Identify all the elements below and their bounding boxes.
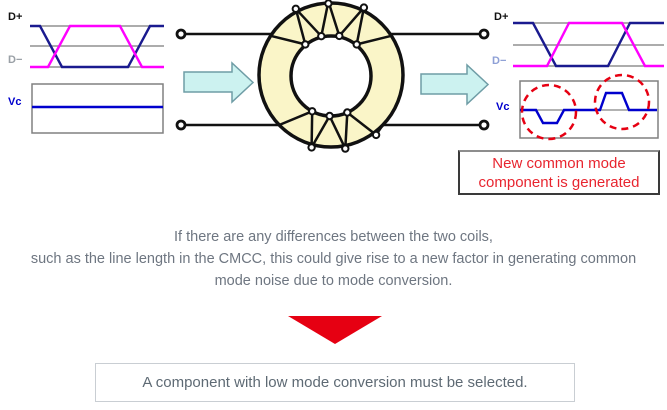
flow-arrow-right-icon — [183, 61, 255, 104]
explanation-text: If there are any differences between the… — [30, 229, 637, 289]
input-waveform: D+ D− Vc — [8, 11, 164, 134]
output-dminus-label: D− — [492, 55, 506, 67]
terminal-icon — [175, 28, 187, 40]
cmcc-diagram: D+ D− Vc — [8, 0, 664, 153]
highlight-circle-icon — [520, 83, 578, 141]
winding-loop-icon — [291, 4, 300, 14]
output-navy-trace — [513, 21, 664, 68]
new-common-mode-callout: New common mode component is generated — [458, 150, 660, 195]
input-vc-box — [31, 83, 164, 134]
highlight-circle-icon — [593, 73, 651, 131]
input-dminus-label: D− — [8, 54, 22, 66]
winding-loop-icon — [301, 40, 310, 49]
winding-loop-icon — [341, 144, 350, 153]
input-navy-trace — [30, 24, 164, 69]
output-magenta-trace — [513, 21, 664, 68]
flow-arrow-right-icon — [420, 63, 490, 106]
cmcc-toroid-illustration — [175, 0, 490, 153]
terminal-icon — [478, 28, 490, 40]
winding-bottom — [278, 110, 384, 150]
winding-loop-icon — [359, 3, 369, 12]
winding-loop-icon — [308, 107, 317, 116]
output-waveform: D+ D− Vc — [492, 11, 664, 141]
output-vc-label: Vc — [496, 101, 509, 113]
terminal-icon — [478, 119, 490, 131]
winding-loop-icon — [325, 111, 334, 121]
winding-loop-icon — [324, 0, 333, 8]
winding-loop-icon — [335, 31, 344, 41]
callout-line2: component is generated — [478, 174, 640, 191]
input-dplus-label: D+ — [8, 11, 22, 23]
terminal-icon — [175, 119, 187, 131]
toroid-core-inner — [289, 34, 373, 118]
winding-loop-icon — [352, 40, 361, 49]
conclusion-box: A component with low mode conversion mus… — [95, 363, 575, 402]
output-vc-trace — [520, 91, 657, 125]
input-magenta-trace — [30, 24, 164, 69]
output-dplus-label: D+ — [494, 11, 508, 23]
winding-loop-icon — [317, 32, 326, 41]
winding-loop-icon — [343, 108, 352, 117]
input-vc-label: Vc — [8, 96, 21, 108]
winding-loop-icon — [307, 143, 316, 152]
callout-line1: New common mode — [492, 155, 626, 172]
down-arrow-icon — [288, 316, 382, 344]
winding-loop-icon — [371, 130, 381, 140]
